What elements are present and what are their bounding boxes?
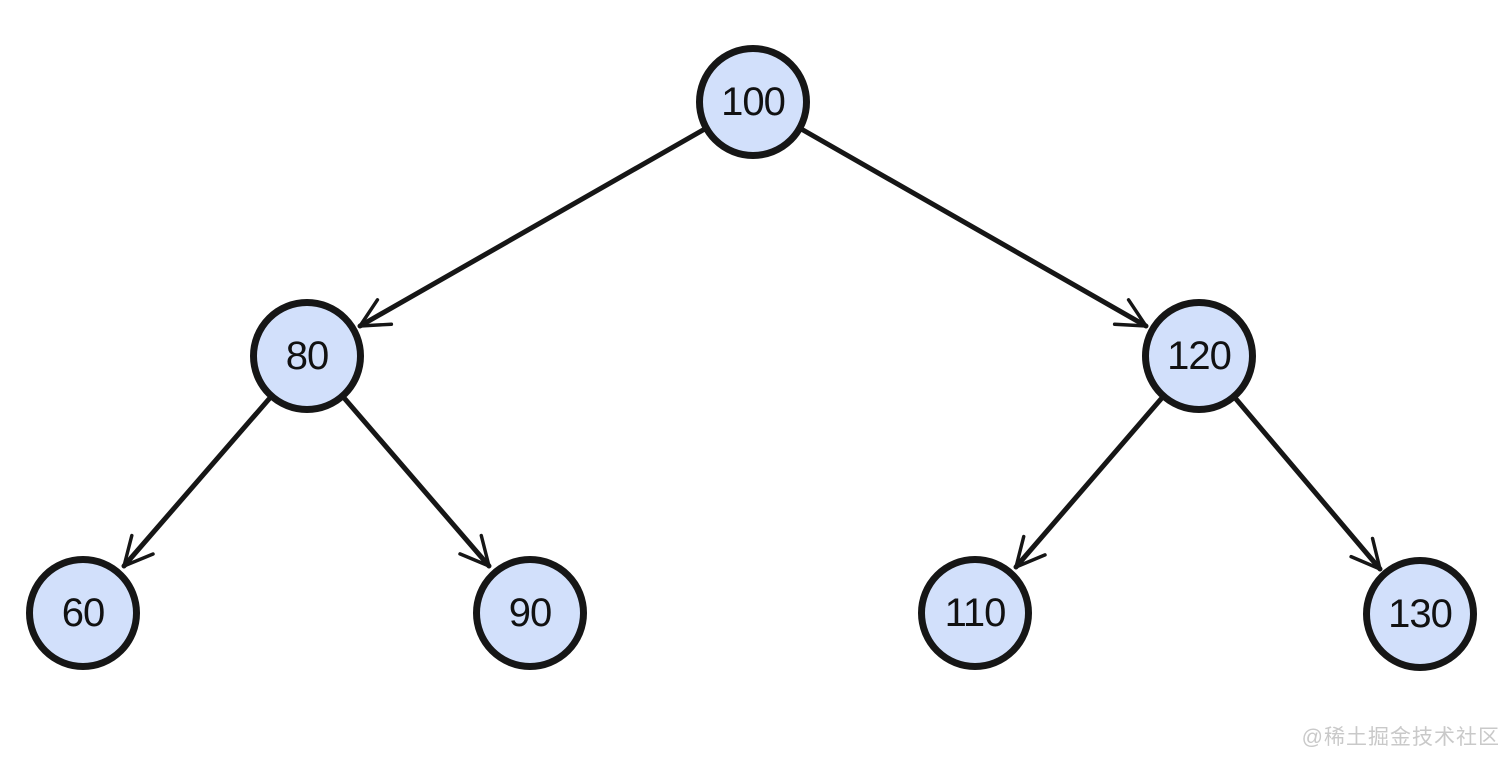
node-value: 130 — [1388, 592, 1453, 636]
tree-node-100: 100 — [696, 45, 810, 159]
tree-node-60: 60 — [26, 556, 140, 670]
edge-120-130 — [1233, 396, 1383, 572]
node-value: 100 — [721, 80, 786, 124]
edge-100-80 — [357, 127, 706, 329]
watermark: @稀土掘金技术社区 — [1301, 726, 1500, 749]
tree-node-80: 80 — [250, 299, 364, 413]
node-value: 80 — [285, 334, 329, 378]
edge-80-60 — [121, 396, 272, 569]
tree-node-120: 120 — [1142, 299, 1256, 413]
node-value: 120 — [1167, 334, 1232, 378]
edge-100-120 — [800, 127, 1149, 329]
node-value: 60 — [61, 591, 105, 635]
node-value: 90 — [508, 591, 552, 635]
edge-120-110 — [1013, 396, 1164, 570]
edge-80-90 — [342, 396, 492, 569]
node-value: 110 — [944, 591, 1007, 635]
tree-node-110: 110 — [918, 556, 1032, 670]
tree-node-130: 130 — [1363, 557, 1477, 671]
tree-node-90: 90 — [473, 556, 587, 670]
